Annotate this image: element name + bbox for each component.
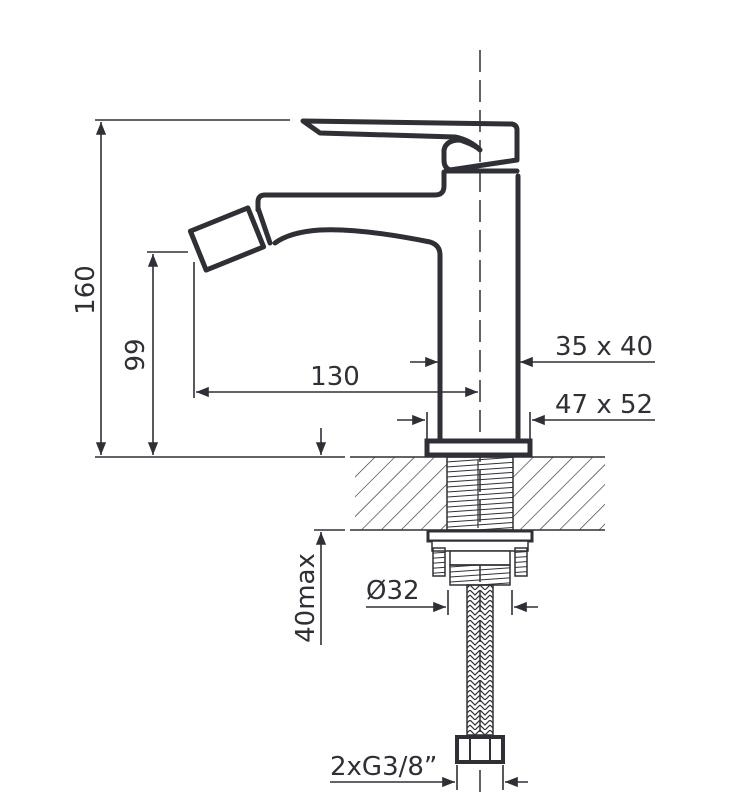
countertop <box>350 456 605 531</box>
label-99: 99 <box>121 338 151 371</box>
faucet-body <box>187 118 533 458</box>
dimension-connection: 2xG3/8” <box>330 752 528 790</box>
hose-nut <box>455 735 505 764</box>
dimension-40max: 40max <box>291 428 345 645</box>
label-35x40: 35 x 40 <box>555 332 653 362</box>
dimension-base-47x52: 47 x 52 <box>397 390 655 440</box>
label-47x52: 47 x 52 <box>555 390 653 420</box>
base-plate <box>424 438 533 458</box>
dimension-height-99: 99 <box>121 251 188 456</box>
label-40max: 40max <box>291 553 321 643</box>
label-160: 160 <box>71 265 101 315</box>
supply-hose <box>455 584 505 764</box>
label-g38: 2xG3/8” <box>330 752 437 782</box>
label-d32: Ø32 <box>366 576 420 606</box>
dimension-body-35x40: 35 x 40 <box>410 332 655 368</box>
dimension-reach-130: 130 <box>193 262 479 398</box>
dimension-height-160: 160 <box>71 119 345 458</box>
fixing-assembly <box>426 529 534 586</box>
label-130: 130 <box>310 362 360 392</box>
dimension-diameter-32: Ø32 <box>366 576 538 615</box>
